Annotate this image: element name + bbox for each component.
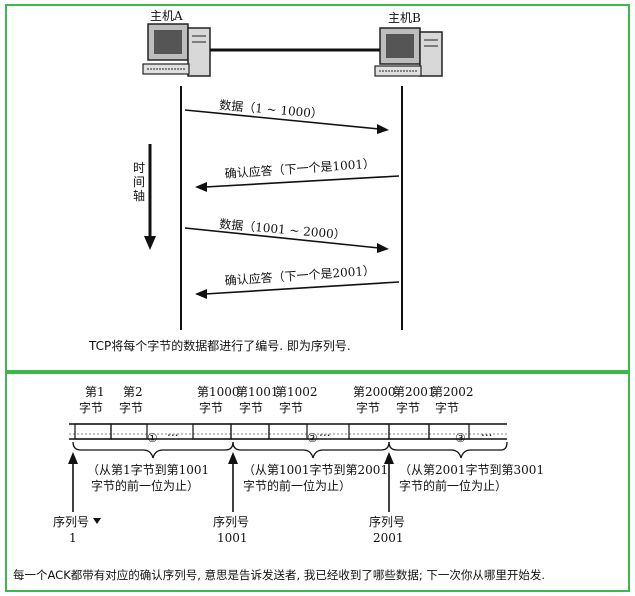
caret-icon	[93, 518, 101, 524]
svg-text:第2000: 第2000	[353, 385, 396, 399]
seq-number-2001: 2001	[373, 531, 404, 545]
top-caption: TCP将每个字节的数据都进行了编号. 即为序列号.	[89, 337, 351, 354]
bottom-caption: 每一个ACK都带有对应的确认序列号, 意思是告诉发送者, 我已经收到了哪些数据;…	[13, 567, 545, 583]
byte-label-2002: 第2002 字节	[431, 385, 474, 415]
svg-text:字节: 字节	[435, 400, 459, 415]
segment-2-mark: ②	[307, 431, 318, 445]
svg-text:字节: 字节	[396, 400, 420, 415]
svg-text:字节: 字节	[79, 400, 103, 415]
seq-number-1: 1	[69, 531, 77, 545]
seq-number-1001: 1001	[217, 531, 248, 545]
svg-text:字节: 字节	[279, 400, 303, 415]
byte-stream	[69, 424, 507, 439]
segment-2-desc-line1: （从第1001字节到第2001	[243, 462, 388, 477]
byte-label-2: 第2 字节	[119, 385, 143, 415]
svg-text:第1002: 第1002	[275, 385, 318, 399]
seq-label-1: 序列号	[53, 514, 89, 529]
sequence-diagram-panel: 主机A 主机B 时 间 轴 数据（1 ~ 1000） 确认应答（下一个是	[5, 4, 630, 372]
segment-1-desc-line2: 字节的前一位为止）	[91, 478, 199, 493]
segment-3-desc-line2: 字节的前一位为止）	[399, 478, 507, 493]
byte-stream-diagram: 第1 字节 第2 字节 第1000 字节 第1001 字节 第1002 字节 第…	[7, 374, 628, 590]
seq-label-1001: 序列号	[213, 514, 249, 529]
seq-arrow-2001	[384, 452, 394, 512]
seq-arrow-1	[68, 452, 78, 512]
svg-text:第1: 第1	[85, 385, 105, 399]
svg-text:字节: 字节	[199, 400, 223, 415]
byte-label-1000: 第1000 字节	[197, 385, 240, 415]
segment-3-mark: ③	[455, 431, 466, 445]
seq-label-2001: 序列号	[369, 514, 405, 529]
sequence-diagram: 主机A 主机B 时 间 轴 数据（1 ~ 1000） 确认应答（下一个是	[7, 6, 628, 370]
svg-text:字节: 字节	[356, 400, 380, 415]
svg-text:字节: 字节	[239, 400, 263, 415]
time-axis-char-3: 轴	[133, 188, 145, 203]
computer-b-icon	[375, 28, 442, 76]
segment-3-brace	[389, 442, 507, 458]
svg-text:第2001: 第2001	[393, 385, 436, 399]
svg-text:第1001: 第1001	[236, 385, 279, 399]
byte-label-1: 第1 字节	[79, 385, 105, 415]
byte-label-1002: 第1002 字节	[275, 385, 318, 415]
svg-text:字节: 字节	[119, 400, 143, 415]
ellipsis-2: ...	[319, 425, 330, 439]
byte-label-2001: 第2001 字节	[393, 385, 436, 415]
time-axis-char-2: 间	[133, 175, 145, 189]
sequence-number-panel: 第1 字节 第2 字节 第1000 字节 第1001 字节 第1002 字节 第…	[5, 372, 630, 592]
svg-text:第2002: 第2002	[431, 385, 474, 399]
host-a-label: 主机A	[150, 9, 183, 23]
ellipsis-3: ...	[481, 425, 492, 439]
byte-label-2000: 第2000 字节	[353, 385, 396, 415]
ellipsis-1: ...	[167, 425, 178, 439]
message-1-label: 数据（1 ~ 1000）	[219, 97, 324, 121]
seq-arrow-1001	[228, 452, 238, 512]
segment-1-desc-line1: （从第1字节到第1001	[87, 462, 209, 477]
time-axis-arrowhead	[144, 236, 156, 250]
byte-label-1001: 第1001 字节	[236, 385, 279, 415]
segment-2-desc-line2: 字节的前一位为止）	[243, 478, 351, 493]
segment-1-mark: ①	[147, 431, 158, 445]
time-axis-char-1: 时	[133, 161, 145, 175]
segment-3-desc-line1: （从第2001字节到第3001	[399, 462, 544, 477]
computer-a-icon	[143, 24, 210, 76]
host-b-label: 主机B	[388, 11, 421, 25]
svg-text:第1000: 第1000	[197, 385, 240, 399]
message-2-label: 确认应答（下一个是1001）	[224, 156, 375, 181]
svg-text:第2: 第2	[123, 385, 143, 399]
